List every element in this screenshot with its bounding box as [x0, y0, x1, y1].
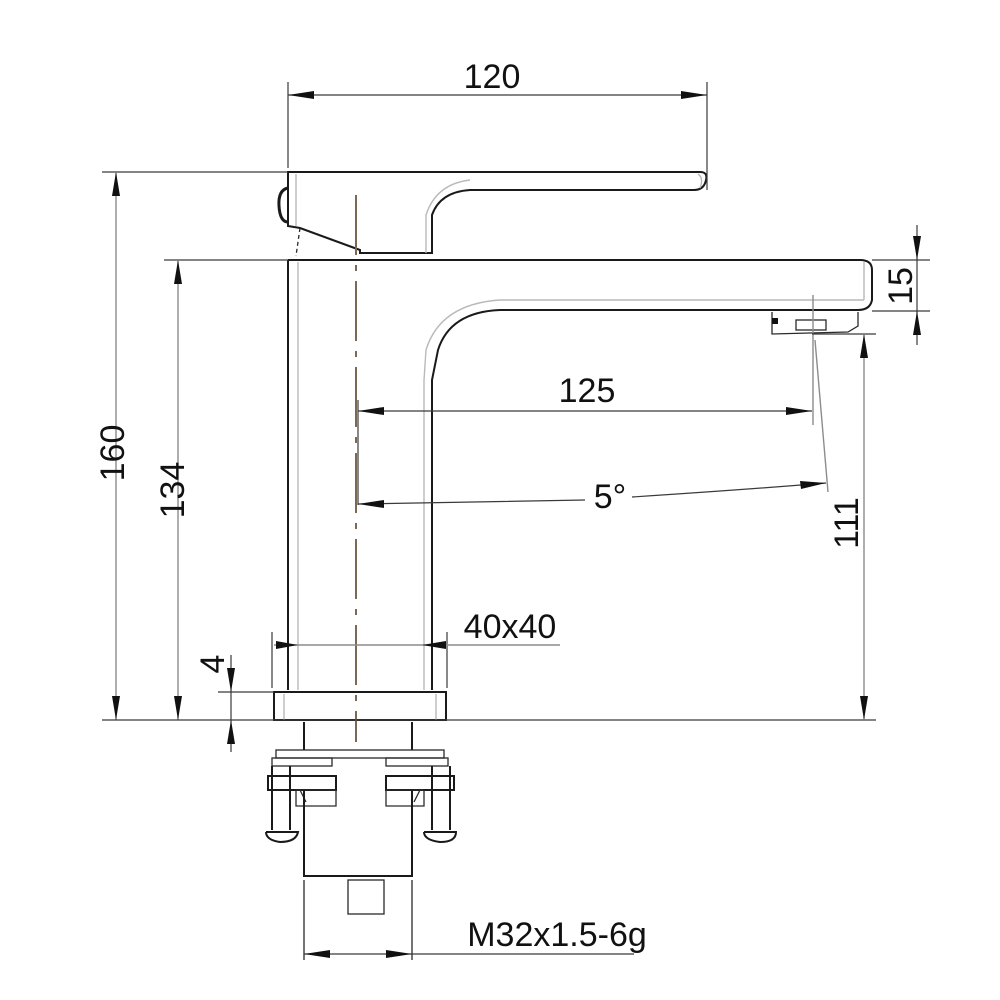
- faucet-outline: [265, 171, 873, 960]
- dimension-base-plate: 4: [194, 655, 274, 752]
- dimension-body-section: 40x40: [271, 608, 560, 688]
- label-overall-height: 160: [94, 425, 132, 482]
- dimension-overall-height: 160: [94, 171, 288, 720]
- label-thread: M32x1.5-6g: [467, 916, 647, 954]
- label-base-plate: 4: [194, 655, 232, 674]
- dimension-spout-angle: 5°: [357, 339, 829, 516]
- dimension-spout-reach: 125: [357, 295, 814, 505]
- label-body-section: 40x40: [464, 608, 557, 646]
- dimension-spout-thickness: 15: [872, 225, 930, 345]
- dimension-thread: M32x1.5-6g: [304, 916, 647, 958]
- dimension-body-height: 134: [154, 259, 288, 720]
- label-spout-reach: 125: [559, 372, 616, 410]
- label-outlet-height: 111: [828, 497, 866, 549]
- dimension-outlet-height: 111: [812, 333, 876, 720]
- dimension-handle-length: 120: [287, 58, 708, 190]
- label-body-height: 134: [154, 462, 192, 519]
- label-spout-thickness: 15: [882, 267, 920, 305]
- label-spout-angle: 5°: [594, 478, 627, 516]
- label-handle-length: 120: [464, 58, 521, 96]
